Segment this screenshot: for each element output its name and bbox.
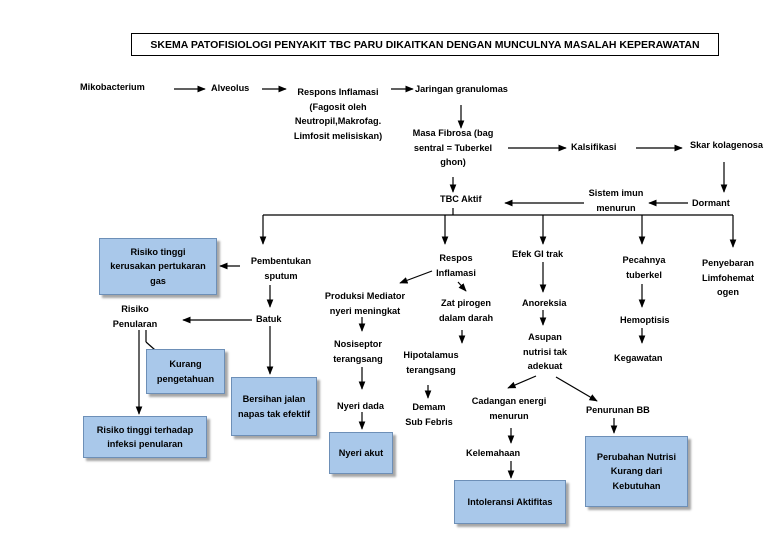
node-nyeri-dada: Nyeri dada bbox=[337, 401, 384, 411]
diagnosis-risiko-infeksi: Risiko tinggi terhadap infeksi penularan bbox=[83, 416, 207, 458]
node-zat-pirogen: Zat pirogen dalam darah bbox=[438, 298, 494, 323]
node-masa-fibrosa: Masa Fibrosa (bag sentral = Tuberkel gho… bbox=[412, 128, 494, 167]
node-efek-gi-trak: Efek GI trak bbox=[512, 249, 564, 259]
arrow-respos-zat bbox=[457, 281, 467, 292]
node-kegawatan: Kegawatan bbox=[614, 353, 663, 363]
node-nosiseptor: Nosiseptor terangsang bbox=[333, 339, 383, 364]
node-kalsifikasi: Kalsifikasi bbox=[571, 142, 617, 152]
node-respons-inflamasi: Respons Inflamasi (Fagosit oleh Neutropi… bbox=[293, 87, 383, 141]
node-skar-kolagenosa: Skar kolagenosa bbox=[690, 140, 764, 150]
node-risiko-penularan: Risiko Penularan bbox=[112, 304, 158, 329]
diagnosis-bersihan-jalan-napas: Bersihan jalan napas tak efektif bbox=[231, 377, 317, 436]
diagnosis-intoleransi-aktifitas: Intoleransi Aktifitas bbox=[454, 480, 566, 524]
diagnosis-perubahan-nutrisi: Perubahan Nutrisi Kurang dari Kebutuhan bbox=[585, 436, 688, 507]
node-alveolus: Alveolus bbox=[211, 83, 250, 93]
node-demam: Demam Sub Febris bbox=[405, 402, 453, 427]
node-batuk: Batuk bbox=[256, 314, 282, 324]
diagnosis-nyeri-akut: Nyeri akut bbox=[329, 432, 393, 474]
node-penurunan-bb: Penurunan BB bbox=[586, 405, 650, 415]
node-penyebaran: Penyebaran Limfohemat ogen bbox=[701, 258, 755, 297]
node-pecahnya-tuberkel: Pecahnya tuberkel bbox=[622, 255, 666, 280]
node-anoreksia: Anoreksia bbox=[522, 298, 567, 308]
diagram-title: SKEMA PATOFISIOLOGI PENYAKIT TBC PARU DI… bbox=[131, 33, 719, 56]
arrow-asupan-penurunan bbox=[555, 376, 598, 402]
node-asupan-nutrisi: Asupan nutrisi tak adekuat bbox=[523, 332, 567, 371]
node-produksi-mediator: Produksi Mediator nyeri meningkat bbox=[324, 291, 406, 316]
node-sistem-imun: Sistem imun menurun bbox=[588, 188, 644, 213]
node-dormant: Dormant bbox=[692, 198, 730, 208]
node-mikobacterium: Mikobacterium bbox=[80, 82, 145, 92]
arrow-asupan-cadangan bbox=[507, 375, 537, 389]
arrow-respos-produksi bbox=[399, 270, 433, 284]
node-pembentukan-sputum: Pembentukan sputum bbox=[250, 256, 312, 281]
node-respos-inflamasi: Respos Inflamasi bbox=[436, 253, 476, 278]
node-jaringan-granulomas: Jaringan granulomas bbox=[415, 84, 508, 94]
diagnosis-risiko-kerusakan-gas: Risiko tinggi kerusakan pertukaran gas bbox=[99, 238, 217, 295]
diagnosis-kurang-pengetahuan: Kurang pengetahuan bbox=[146, 349, 225, 394]
node-hemoptisis: Hemoptisis bbox=[620, 315, 670, 325]
node-tbc-aktif: TBC Aktif bbox=[440, 194, 482, 204]
node-hipotalamus: Hipotalamus terangsang bbox=[403, 350, 459, 375]
node-cadangan-energi: Cadangan energi menurun bbox=[471, 396, 547, 421]
node-kelemahaan: Kelemahaan bbox=[466, 448, 521, 458]
